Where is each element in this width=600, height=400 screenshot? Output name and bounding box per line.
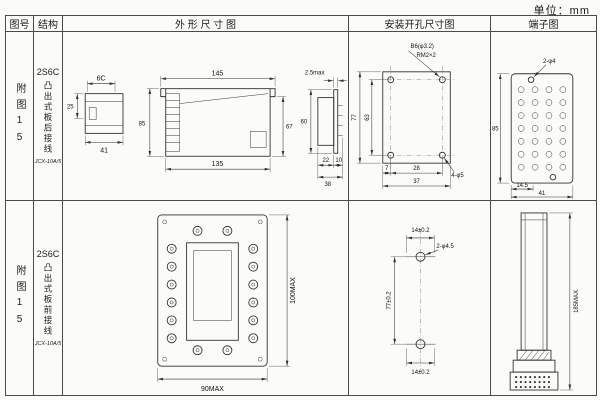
install-drawing-front-wiring: 14±0.2 2-φ4.5 77±0.2 14±0.2 [387,228,455,376]
dim-install-width-inner: 28 [413,166,420,172]
terminal-drawing-front-wiring: 185MAX [509,212,580,391]
header-outline-dimensions: 外 形 尺 寸 图 [63,16,349,32]
dim-front-width-bottom: 135 [212,161,224,168]
dim-install-width-outer: 37 [413,179,420,185]
panel-cutout-view: B6(φ3.2) RM2×2 77 63 7 [352,44,464,189]
dim-terminal-pitch: 14.5 [516,183,528,189]
dim-install-height-inner: 63 [365,113,371,120]
dim-terminal-width: 41 [539,191,546,197]
dim-socket-width: 90MAX [201,386,224,393]
row1-terminal-cell: 2-φ4 85 [491,32,596,201]
row2-terminal-cell: 185MAX [491,201,596,395]
row1-outline-cell: 6C 25 41 [63,32,349,201]
dim-socket-height: 100MAX [290,277,297,304]
row2-figure-number: 附图15 [14,265,25,331]
install-thread-note: B6(φ3.2) [411,44,434,50]
outline-drawing-front-wiring: 100MAX 90MAX [157,214,297,393]
socket-terminal-columns [166,243,259,344]
row2-figure-cell: 附图15 [6,201,34,395]
row2-structure-desc: 凸出式板前接线 [43,263,53,337]
header-structure: 结构 [34,16,63,32]
relay-side-profile: 185MAX [509,212,580,391]
dimension-table: 图号 结构 外 形 尺 寸 图 安装开孔尺寸图 端子图 附图15 2S6C 凸出… [5,15,597,396]
row1-structure-cell: 2S6C 凸出式板后接线 JCX-10A/5 [34,32,63,201]
dim-drill-spacing: 77±0.2 [387,291,393,309]
terminal-board-view: 2-φ4 85 [492,59,574,200]
relay-side-view: 2.5max 60 22 10 38 [301,71,347,188]
terminal-mount-holes-label: 2-φ4 [543,59,556,65]
dim-side-depth-total: 38 [324,182,331,188]
terminal-drawing-rear-wiring: 2-φ4 85 [492,59,574,200]
install-corner-holes-label: 4-φ5 [451,173,464,179]
row1-structure-desc: 凸出式板后接线 [43,81,53,155]
dim-drill-bottom: 14±0.2 [411,370,429,376]
row1-figure-cell: 附图15 [6,32,34,201]
row2-structure-cell: 2S6C 凸出式板前接线 JCX-10A/5 [34,201,63,395]
drill-pattern-view: 14±0.2 2-φ4.5 77±0.2 14±0.2 [387,228,455,376]
row1-install-cell: B6(φ3.2) RM2×2 77 63 7 [349,32,491,201]
unit-label: 单位：mm [533,5,590,17]
dim-front-height-right: 67 [286,124,293,130]
dim-install-offset: 7 [385,166,388,172]
install-drawing-rear-wiring: B6(φ3.2) RM2×2 77 63 7 [352,44,464,189]
row2-model: 2S6C [36,249,60,260]
row1-model: 2S6C [36,67,60,78]
header-install-holes: 安装开孔尺寸图 [349,16,491,32]
relay-front-view: 145 135 85 67 [139,71,293,173]
dim-side-depth-offset: 10 [335,158,342,164]
drill-holes-label: 2-φ4.5 [436,244,454,250]
dim-front-height-left: 85 [139,121,146,127]
row2-outline-cell: 100MAX 90MAX [63,201,349,395]
dim-top-width: 6C [97,76,106,83]
dim-side-depth-body: 22 [322,158,329,164]
header-fig-no: 图号 [6,16,34,32]
outline-drawing-rear-wiring: 6C 25 41 [67,71,347,188]
dim-install-height-outer: 77 [352,114,358,121]
row2-type-code: JCX-10A/5 [34,340,62,347]
row1-type-code: JCX-10A/5 [34,158,62,165]
relay-top-view: 6C 25 41 [67,76,124,154]
row2-install-cell: 14±0.2 2-φ4.5 77±0.2 14±0.2 [349,201,491,395]
dim-front-width-top: 145 [212,71,224,78]
dim-drill-top: 14±0.2 [411,228,429,234]
dim-profile-height: 185MAX [574,290,580,313]
dim-side-flange-thickness: 2.5max [305,71,325,77]
header-terminal-diagram: 端子图 [491,16,596,32]
dim-top-base: 41 [100,147,108,154]
terminal-pin-grid [517,86,567,171]
dim-terminal-height: 85 [492,126,499,132]
socket-front-view: 100MAX 90MAX [157,214,297,393]
row1-figure-number: 附图15 [14,83,25,149]
install-thread-note2: RM2×2 [417,53,436,59]
dim-top-height: 25 [67,105,74,111]
dim-side-height: 60 [301,119,308,125]
